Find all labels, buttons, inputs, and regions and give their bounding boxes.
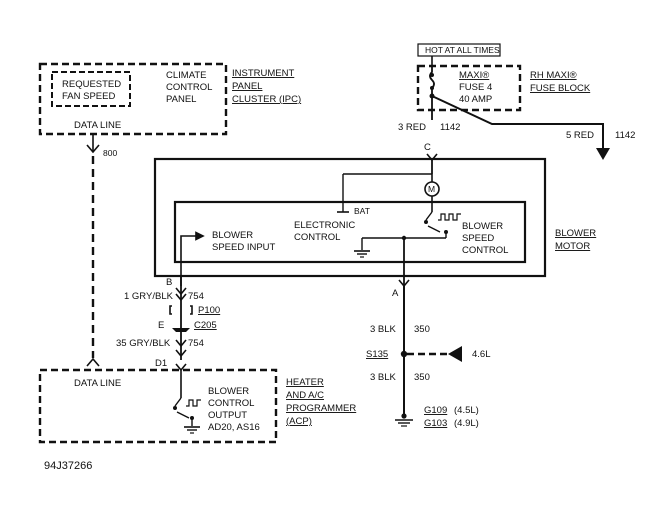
blower-output-2: CONTROL: [208, 398, 254, 409]
wire-5-red: 5 RED: [566, 130, 594, 141]
maxi-fuse-1: MAXI®: [459, 70, 489, 81]
circuit-1142-right: 1142: [615, 130, 635, 141]
ground-g109: G109: [424, 405, 447, 416]
ipc-title-3: CLUSTER (IPC): [232, 94, 301, 105]
left-harness: B 1 GRY/BLK 754 P100 E C205 35 GRY/BLK 7…: [116, 276, 220, 372]
ground-circuit: A 3 BLK 350 S135 4.6L 3 BLK 350 G109 (4.…: [366, 279, 491, 429]
acp-title-2: AND A/C: [286, 390, 324, 401]
acp-title-1: HEATER: [286, 377, 324, 388]
ipc-title-1: INSTRUMENT: [232, 68, 294, 79]
connector-c: C: [424, 142, 431, 153]
speed-control-2: SPEED: [462, 233, 494, 244]
circuit-350-bottom: 350: [414, 372, 430, 383]
connector-e: E: [158, 320, 164, 331]
maxi-fuse-3: 40 AMP: [459, 94, 492, 105]
climate-panel-1: CLIMATE: [166, 70, 206, 81]
bat-label: BAT: [354, 206, 370, 216]
speed-control-3: CONTROL: [462, 245, 508, 256]
speed-control-switch-icon: [424, 211, 461, 238]
electronic-control-1: ELECTRONIC: [294, 220, 355, 231]
fuse-block-title-2: FUSE BLOCK: [530, 83, 591, 94]
wire-1-gry-blk: 1 GRY/BLK: [124, 291, 174, 302]
data-line-wire: 800: [86, 134, 117, 367]
motor-symbol: M: [428, 184, 435, 194]
output-switch-icon: [173, 370, 201, 434]
circuit-350-top: 350: [414, 324, 430, 335]
wire-35-gry-blk: 35 GRY/BLK: [116, 338, 171, 349]
ground-g103-note: (4.9L): [454, 418, 479, 429]
circuit-800: 800: [103, 148, 117, 158]
blower-output-3: OUTPUT: [208, 410, 247, 421]
connector-a: A: [392, 288, 399, 299]
electronic-control-2: CONTROL: [294, 232, 340, 243]
blower-output-4: AD20, AS16: [208, 422, 260, 433]
climate-panel-2: CONTROL: [166, 82, 212, 93]
acp-component: DATA LINE BLOWER CONTROL OUTPUT AD20, AS…: [38, 368, 356, 444]
ipc-data-line-label: DATA LINE: [74, 120, 121, 131]
ipc-component: REQUESTED FAN SPEED CLIMATE CONTROL PANE…: [38, 62, 301, 136]
ground-g103: G103: [424, 418, 447, 429]
engine-4-6l: 4.6L: [472, 349, 491, 360]
ipc-title-2: PANEL: [232, 81, 262, 92]
hot-at-all-times: HOT AT ALL TIMES: [425, 45, 500, 55]
speed-input-1: BLOWER: [212, 230, 253, 241]
climate-panel-3: PANEL: [166, 94, 196, 105]
fuse-block-title-1: RH MAXI®: [530, 70, 577, 81]
acp-data-line-label: DATA LINE: [74, 378, 121, 389]
speed-input-2: SPEED INPUT: [212, 242, 276, 253]
blower-output-1: BLOWER: [208, 386, 249, 397]
ground-g109-note: (4.5L): [454, 405, 479, 416]
acp-title-4: (ACP): [286, 416, 312, 427]
fuse-block: HOT AT ALL TIMES MAXI® FUSE 4 40 AMP RH …: [398, 43, 635, 162]
c205: C205: [194, 320, 217, 331]
blower-motor-title-2: MOTOR: [555, 241, 590, 252]
connector-d1: D1: [155, 358, 167, 369]
speed-control-1: BLOWER: [462, 221, 503, 232]
maxi-fuse-2: FUSE 4: [459, 82, 492, 93]
circuit-754-b: 754: [188, 291, 204, 302]
acp-title-3: PROGRAMMER: [286, 403, 356, 414]
connector-b: B: [166, 277, 172, 288]
circuit-1142-c: 1142: [440, 122, 460, 133]
requested-fan-speed-2: FAN SPEED: [62, 91, 115, 102]
circuit-754-d: 754: [188, 338, 204, 349]
figure-id: 94J37266: [44, 460, 92, 472]
internal-ground-icon: [354, 250, 370, 258]
requested-fan-speed-1: REQUESTED: [62, 79, 121, 90]
wire-3-red: 3 RED: [398, 122, 426, 133]
splice-s135: S135: [366, 349, 388, 360]
p100: P100: [198, 305, 220, 316]
wire-3-blk-bottom: 3 BLK: [370, 372, 397, 383]
chassis-ground-icon: [395, 419, 413, 427]
wire-3-blk-top: 3 BLK: [370, 324, 397, 335]
blower-motor: BLOWER MOTOR BAT M BLOWER SPEED CONTROL …: [153, 157, 596, 286]
blower-motor-title-1: BLOWER: [555, 228, 596, 239]
